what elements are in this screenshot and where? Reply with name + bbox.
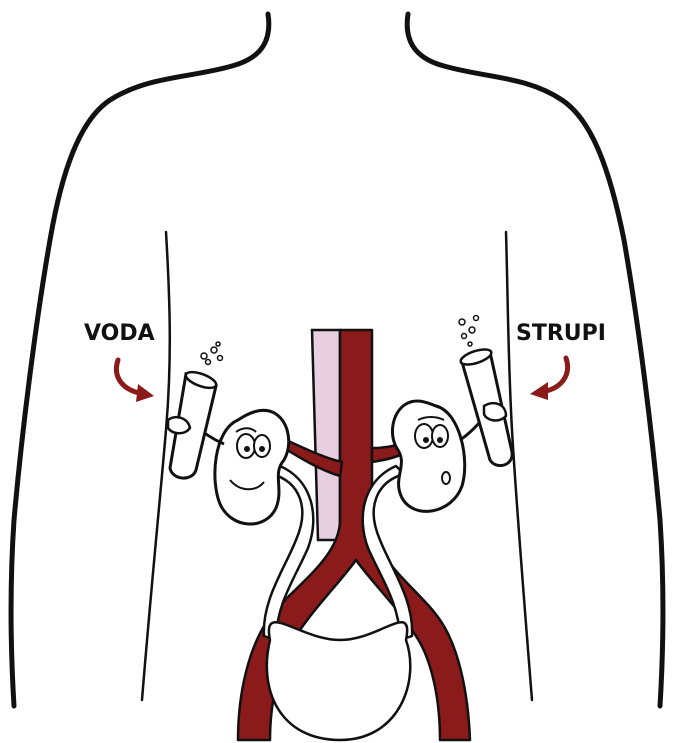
label-strupi: STRUPI	[516, 321, 606, 346]
left-curved-arrow-icon	[116, 360, 154, 402]
left-test-tube-icon	[168, 342, 223, 478]
neck-right-line	[407, 14, 663, 706]
right-curved-arrow-icon	[530, 358, 568, 400]
right-test-tube-icon	[459, 316, 512, 466]
waist-right-line	[506, 232, 532, 700]
label-voda: VODA	[84, 321, 155, 346]
left-kidney-character	[194, 410, 289, 524]
waist-left-line	[142, 232, 170, 700]
neck-left-line	[11, 14, 269, 706]
left-kidney	[215, 410, 289, 524]
vena-cava	[312, 330, 340, 540]
right-kidney-character	[392, 401, 488, 511]
bladder	[267, 622, 410, 740]
